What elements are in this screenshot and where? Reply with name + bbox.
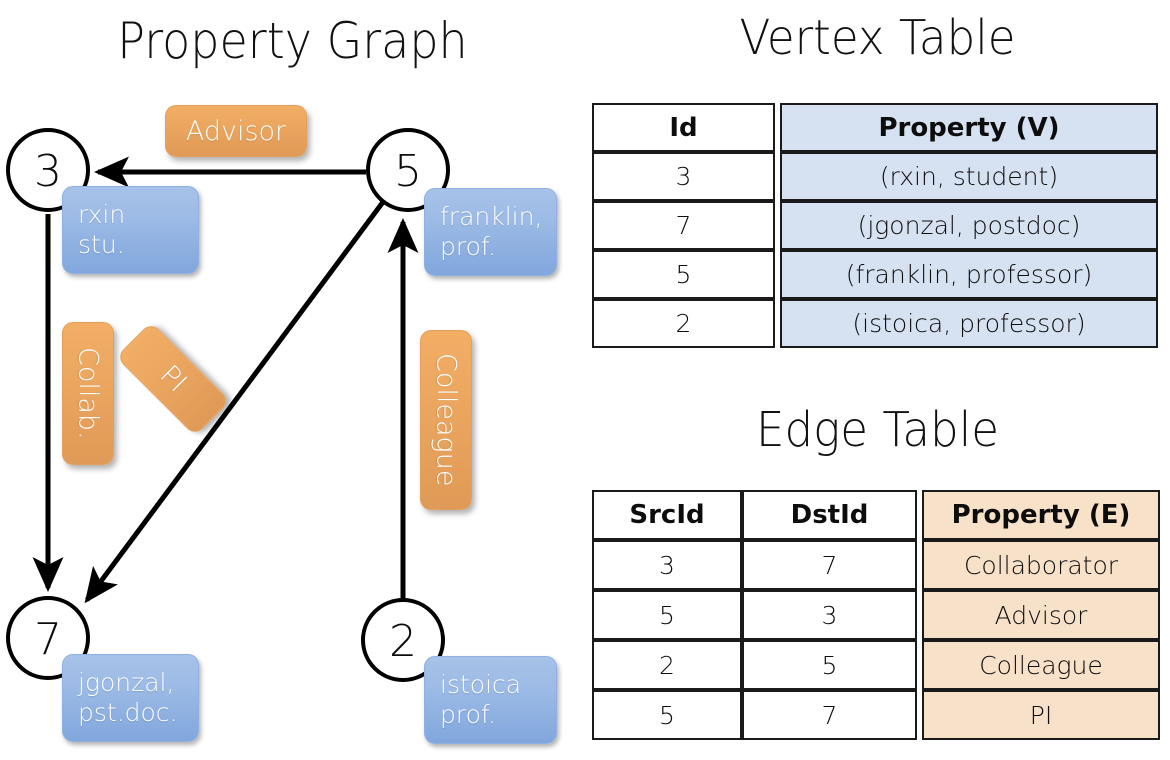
edge-row-1-src: 5 <box>592 590 742 640</box>
edge-row-2-src: 2 <box>592 640 742 690</box>
table-row[interactable]: 3 (rxin, student) <box>592 152 1158 201</box>
node-property-5-line2: prof. <box>440 232 496 261</box>
edge-label-advisor: Advisor <box>165 105 307 157</box>
edge-5-to-7 <box>84 200 386 604</box>
table-row[interactable]: 3 7 Collaborator <box>592 540 1160 590</box>
node-property-box-5: franklin, prof. <box>424 188 557 276</box>
edge-table-header-dstid: DstId <box>742 490 917 540</box>
edge-row-3-dst: 7 <box>742 690 917 740</box>
node-property-box-7: jgonzal, pst.doc. <box>62 654 199 742</box>
vertex-table: Id Property (V) 3 (rxin, student) 7 (jgo… <box>592 103 1158 348</box>
edge-row-1-property: Advisor <box>922 590 1160 640</box>
page-title-property-graph: Property Graph <box>117 12 468 70</box>
edge-table-header-row: SrcId DstId Property (E) <box>592 490 1160 540</box>
vertex-table-header-id: Id <box>592 103 775 152</box>
edge-label-pi-text: PI <box>153 359 193 399</box>
edge-label-collab-text: Collab. <box>72 347 104 440</box>
edge-row-0-dst: 7 <box>742 540 917 590</box>
node-property-2-line2: prof. <box>440 700 496 729</box>
edge-row-3-property: PI <box>922 690 1160 740</box>
graph-node-7-label: 7 <box>34 614 62 665</box>
node-property-box-2: istoica prof. <box>424 656 557 744</box>
table-row[interactable]: 5 7 PI <box>592 690 1160 740</box>
vertex-row-0-property: (rxin, student) <box>780 152 1158 201</box>
vertex-row-2-property: (franklin, professor) <box>780 250 1158 299</box>
edge-row-2-property: Colleague <box>922 640 1160 690</box>
edge-row-0-property: Collaborator <box>922 540 1160 590</box>
graph-node-2-label: 2 <box>389 616 417 667</box>
table-row[interactable]: 2 (istoica, professor) <box>592 299 1158 348</box>
vertex-row-1-property: (jgonzal, postdoc) <box>780 201 1158 250</box>
edge-table: SrcId DstId Property (E) 3 7 Collaborato… <box>592 490 1160 740</box>
edge-row-1-dst: 3 <box>742 590 917 640</box>
vertex-table-header-property: Property (V) <box>780 103 1158 152</box>
graph-node-5-label: 5 <box>394 146 422 197</box>
edge-row-3-src: 5 <box>592 690 742 740</box>
edge-label-colleague: Colleague <box>420 330 472 510</box>
node-property-7-line1: jgonzal, <box>78 668 175 697</box>
edge-label-colleague-text: Colleague <box>430 353 462 487</box>
vertex-row-2-id: 5 <box>592 250 775 299</box>
table-row[interactable]: 7 (jgonzal, postdoc) <box>592 201 1158 250</box>
node-property-2-line1: istoica <box>440 670 522 699</box>
node-property-7-line2: pst.doc. <box>78 698 178 727</box>
graph-edges-svg <box>32 156 419 604</box>
vertex-row-0-id: 3 <box>592 152 775 201</box>
edge-table-header-property: Property (E) <box>922 490 1160 540</box>
edge-label-collab: Collab. <box>62 322 114 465</box>
property-graph-panel: Property Graph 3 5 7 <box>6 12 557 744</box>
vertex-table-header-row: Id Property (V) <box>592 103 1158 152</box>
node-property-5-line1: franklin, <box>440 202 543 231</box>
table-row[interactable]: 2 5 Colleague <box>592 640 1160 690</box>
table-row[interactable]: 5 3 Advisor <box>592 590 1160 640</box>
graph-node-5[interactable]: 5 <box>366 128 450 212</box>
graph-node-2[interactable]: 2 <box>361 598 445 682</box>
page-title-edge-table: Edge Table <box>755 402 999 458</box>
node-property-3-line2: stu. <box>78 230 125 259</box>
edge-row-0-src: 3 <box>592 540 742 590</box>
vertex-row-3-property: (istoica, professor) <box>780 299 1158 348</box>
vertex-row-1-id: 7 <box>592 201 775 250</box>
node-property-3-line1: rxin <box>78 200 126 229</box>
edge-row-2-dst: 5 <box>742 640 917 690</box>
table-row[interactable]: 5 (franklin, professor) <box>592 250 1158 299</box>
edge-table-header-srcid: SrcId <box>592 490 742 540</box>
graph-node-3-label: 3 <box>34 146 62 197</box>
page-title-vertex-table: Vertex Table <box>739 10 1016 66</box>
vertex-row-3-id: 2 <box>592 299 775 348</box>
edge-label-advisor-text: Advisor <box>185 115 287 147</box>
node-property-box-3: rxin stu. <box>62 186 199 274</box>
